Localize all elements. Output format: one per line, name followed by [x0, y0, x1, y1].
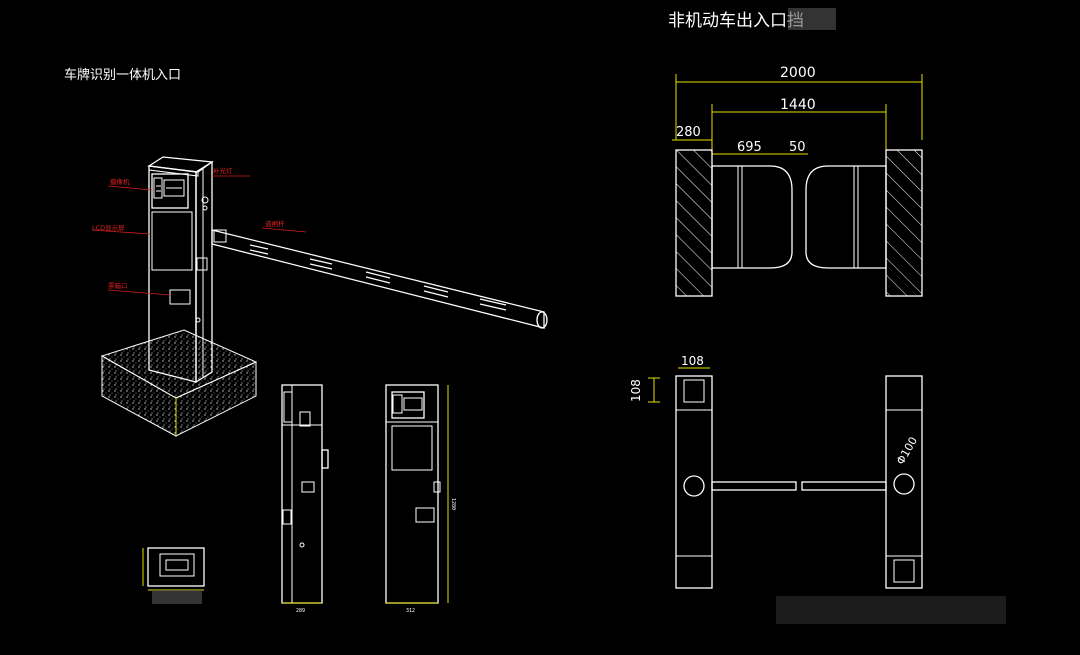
callout-ticket: 票箱口 — [108, 281, 128, 290]
callout-lcd: LCD显示屏 — [92, 224, 125, 232]
side-dim-label: 289 — [296, 608, 305, 614]
left-title: 车牌识别一体机入口 — [64, 67, 181, 83]
dim-overall: 2000 — [780, 65, 816, 81]
callout-boom: 道闸杆 — [265, 219, 285, 228]
dim-circle: Φ100 — [894, 435, 920, 467]
dim-leaf: 695 — [737, 140, 762, 155]
right-title: 非机动车出入口挡 — [668, 11, 804, 31]
dim-post-top-w: 108 — [681, 354, 704, 368]
callout-light: 补光灯 — [213, 166, 233, 175]
title-blur — [788, 8, 836, 30]
boom-arm — [211, 229, 548, 329]
dim-gap: 50 — [789, 140, 806, 155]
watermark-blur — [776, 596, 1006, 624]
barrier-machine-3d — [91, 156, 548, 437]
machine-plan-view — [142, 547, 205, 604]
dim-post-top-h: 108 — [629, 379, 643, 402]
side-elevation: 289 — [281, 384, 329, 614]
turnstile-elevation: 108 108 Φ100 — [629, 354, 923, 589]
front-dim-height: 1280 — [450, 498, 456, 510]
turnstile-plan: 2000 1440 280 695 50 — [672, 65, 923, 297]
front-elevation: 312 1280 — [385, 384, 456, 614]
dim-inner: 1440 — [780, 97, 816, 113]
front-dim-bottom: 312 — [406, 608, 415, 614]
dim-post: 280 — [676, 125, 701, 140]
callout-camera: 摄像机 — [110, 177, 130, 186]
